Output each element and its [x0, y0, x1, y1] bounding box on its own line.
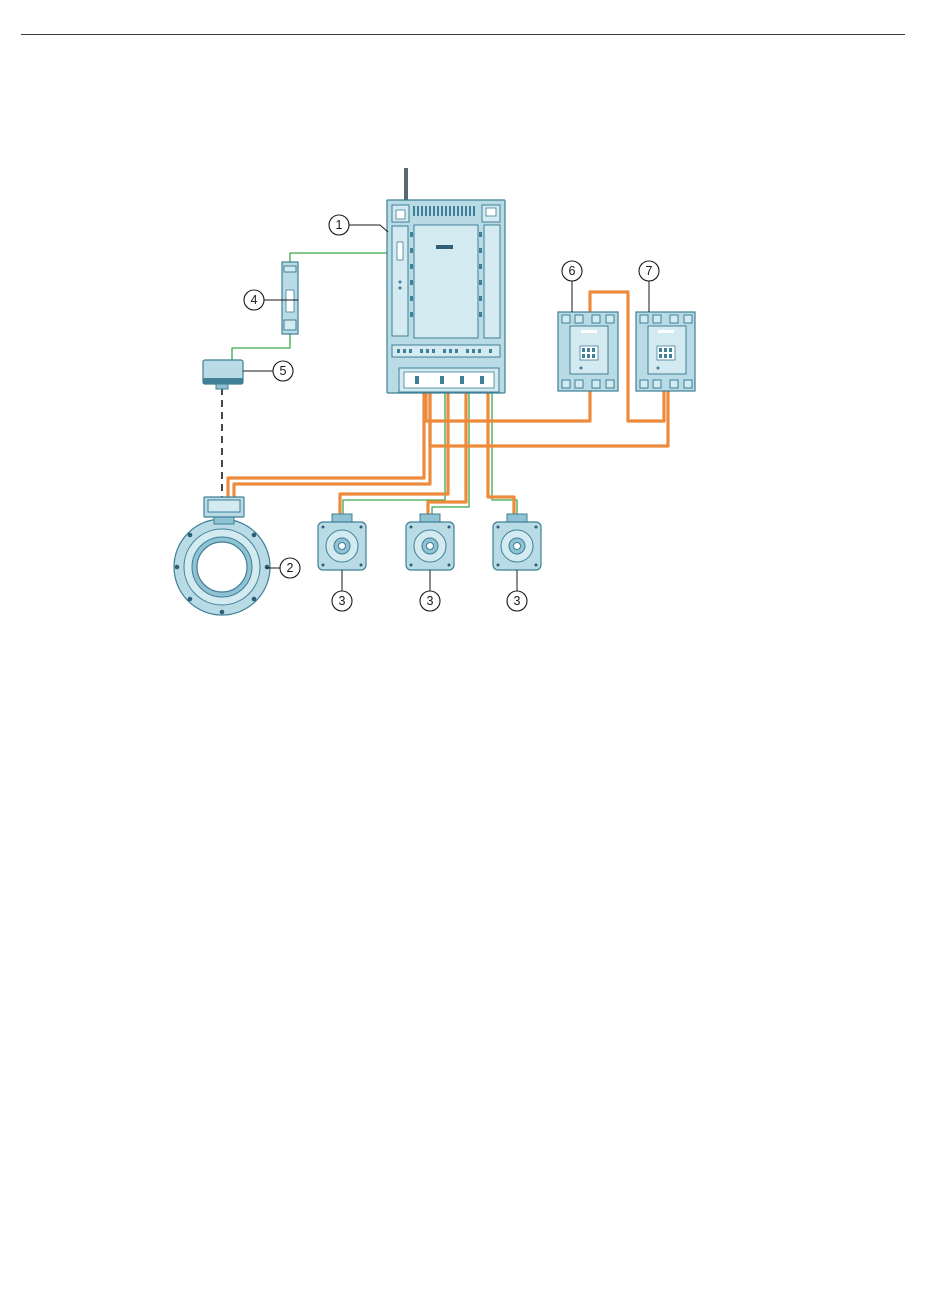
- callout-1: 1: [329, 215, 349, 235]
- callout-3b: 3: [420, 591, 440, 611]
- signal-cable-drive-to-terminal-module: [290, 253, 388, 262]
- svg-text:3: 3: [514, 594, 521, 608]
- svg-text:3: 3: [339, 594, 346, 608]
- callout-2: 2: [280, 558, 300, 578]
- drive-unit-icon: [387, 168, 505, 393]
- svg-text:4: 4: [251, 293, 258, 307]
- callout-7: 7: [639, 261, 659, 281]
- svg-text:7: 7: [646, 264, 653, 278]
- power-cable-torque-motor-1: [228, 390, 424, 497]
- torque-motor-icon: [174, 497, 270, 615]
- sensor-module-icon: [203, 360, 243, 389]
- callout-3a: 3: [332, 591, 352, 611]
- svg-text:6: 6: [569, 264, 576, 278]
- power-cable-motor-a: [340, 390, 448, 516]
- svg-text:2: 2: [287, 561, 294, 575]
- callout-3c: 3: [507, 591, 527, 611]
- svg-text:5: 5: [280, 364, 287, 378]
- servo-motor-icon-b: [406, 514, 454, 570]
- signal-cable-motor-b: [432, 392, 469, 516]
- svg-text:1: 1: [336, 218, 343, 232]
- contactor-icon-7: [636, 312, 695, 391]
- power-cable-to-contactor-6: [426, 390, 590, 421]
- contactor-icon-6: [558, 312, 618, 391]
- servo-motor-icon-c: [493, 514, 541, 570]
- callout-5: 5: [273, 361, 293, 381]
- svg-text:3: 3: [427, 594, 434, 608]
- servo-motor-icon-a: [318, 514, 366, 570]
- signal-cable-terminal-to-sensor-module: [232, 334, 290, 360]
- callout-4: 4: [244, 290, 264, 310]
- power-cable-torque-motor-2: [234, 390, 430, 497]
- terminal-module-icon: [282, 262, 298, 334]
- callout-6: 6: [562, 261, 582, 281]
